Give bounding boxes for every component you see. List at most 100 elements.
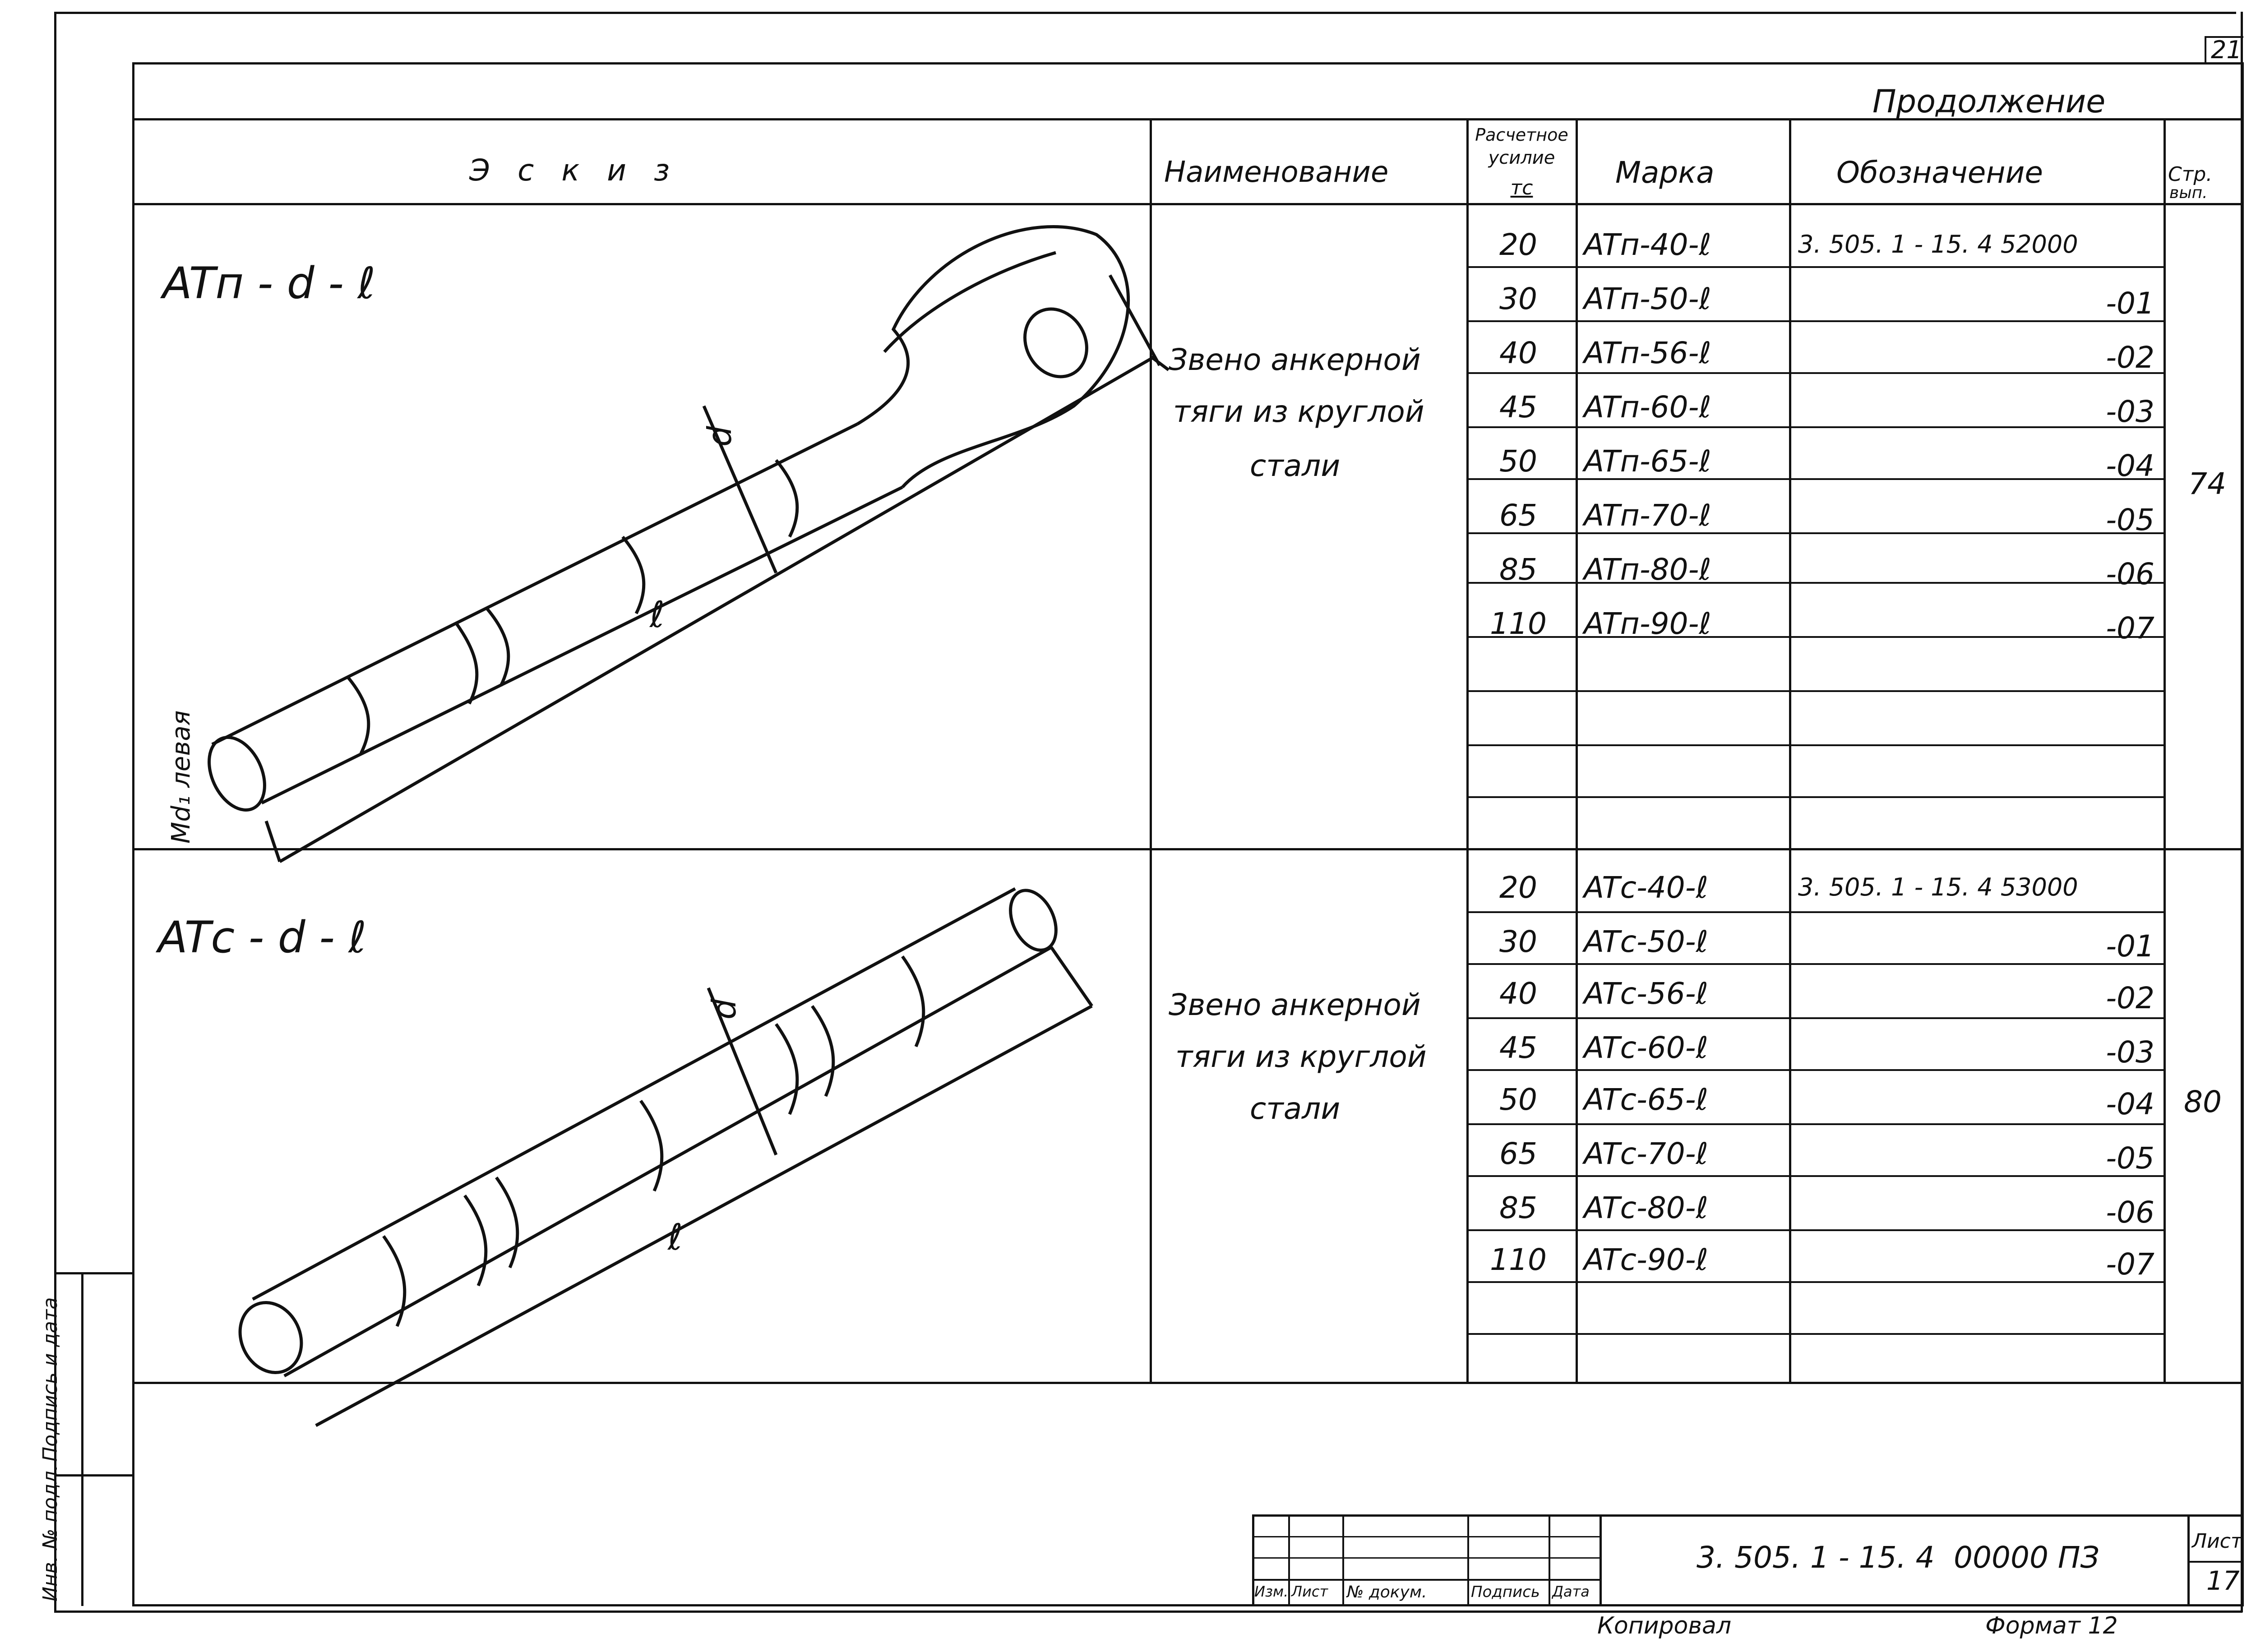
tb-sheet-label: Лист (2192, 1530, 2242, 1553)
designation-cell: -07 (2106, 611, 2154, 646)
table-row-separator (1466, 690, 2166, 692)
designation-cell: -02 (2106, 340, 2154, 375)
rod-with-eye-sketch: ℓ d Md₁ левая (166, 225, 1161, 863)
mark-cell: ATс-56-ℓ (1584, 976, 1708, 1011)
table-row-separator (1466, 1017, 2166, 1019)
tb-format: Формат 12 (1985, 1612, 2118, 1639)
table-row-separator (1466, 744, 2166, 746)
mark-cell: ATс-40-ℓ (1584, 870, 1708, 905)
name-line-2b: тяги из круглой (1175, 1039, 1427, 1074)
force-cell: 30 (1499, 924, 1537, 959)
designation-cell: -05 (2106, 1141, 2154, 1176)
leader-line (1149, 355, 1170, 371)
force-cell: 20 (1499, 227, 1537, 262)
mark-cell: ATп-90-ℓ (1584, 606, 1711, 641)
mark-cell: ATс-60-ℓ (1584, 1030, 1708, 1065)
table-row-separator (1466, 963, 2166, 965)
tb-sheet-number: 17 (2206, 1565, 2240, 1596)
mark-cell: ATс-65-ℓ (1584, 1082, 1708, 1117)
dim-l-bottom: ℓ (667, 1216, 683, 1258)
table-row-separator (1466, 426, 2166, 428)
mark-cell: ATс-70-ℓ (1584, 1136, 1708, 1171)
mark-cell: ATп-70-ℓ (1584, 498, 1711, 533)
header-page-2: вып. (2169, 184, 2208, 202)
force-cell: 40 (1499, 976, 1537, 1011)
mark-cell: ATп-65-ℓ (1584, 444, 1711, 479)
name-line-1b: Звено анкерной (1169, 988, 1421, 1022)
tb-col-list: Лист (1291, 1583, 1328, 1600)
force-cell: 85 (1499, 552, 1537, 587)
designation-cell: -05 (2106, 503, 2154, 537)
page-ref-2: 80 (2184, 1084, 2222, 1119)
stamp-inv-no: Инв. № подл. (39, 1464, 62, 1601)
designation-cell: -04 (2106, 448, 2154, 483)
mark-cell: ATс-80-ℓ (1584, 1191, 1708, 1225)
name-line-3b: стали (1250, 1091, 1341, 1126)
force-cell: 110 (1490, 606, 1547, 641)
table-row-separator (1466, 582, 2166, 584)
designation-cell: -02 (2106, 981, 2154, 1015)
table-row-separator (1466, 1175, 2166, 1177)
straight-rod-sketch: ℓ d (238, 887, 1093, 1427)
name-line-3: стали (1250, 448, 1341, 483)
continuation-label: Продолжение (1872, 83, 2106, 120)
header-force-2: усилие (1488, 148, 1555, 168)
dim-d-top: d (701, 425, 739, 447)
designation-cell: -01 (2106, 286, 2154, 321)
designation-cell: -06 (2106, 557, 2154, 591)
table-row-separator (1466, 1069, 2166, 1071)
designation-cell: 3. 505. 1 - 15. 4 52000 (1798, 230, 2078, 258)
force-cell: 110 (1490, 1242, 1547, 1277)
mark-cell: ATс-50-ℓ (1584, 924, 1708, 959)
stamp-sign-date: Подпись и дата (39, 1297, 62, 1462)
table-row-separator (1466, 1333, 2166, 1335)
dim-d-bottom: d (705, 998, 743, 1020)
designation-cell: -03 (2106, 394, 2154, 429)
designation-cell: 3. 505. 1 - 15. 4 53000 (1798, 873, 2078, 901)
designation-cell: -06 (2106, 1195, 2154, 1230)
thread-label: Md₁ левая (166, 711, 196, 844)
force-cell: 45 (1499, 1030, 1537, 1065)
header-force-1: Расчетное (1475, 125, 1568, 145)
mark-cell: ATп-50-ℓ (1584, 281, 1711, 316)
force-cell: 65 (1499, 1136, 1537, 1171)
mark-cell: ATп-60-ℓ (1584, 390, 1711, 425)
tb-col-sign: Подпись (1471, 1583, 1540, 1601)
designation-cell: -01 (2106, 929, 2154, 964)
tb-copied: Копировал (1597, 1612, 1732, 1639)
table-row-separator (1466, 1123, 2166, 1125)
table-row-separator (1466, 1229, 2166, 1231)
name-line-2: тяги из круглой (1173, 394, 1424, 429)
designation-cell: -04 (2106, 1087, 2154, 1121)
sheet-corner-number: 21 (2211, 36, 2242, 64)
mark-cell: ATп-56-ℓ (1584, 336, 1711, 370)
table-row-separator (1466, 911, 2166, 913)
force-cell: 50 (1499, 1082, 1537, 1117)
force-cell: 30 (1499, 281, 1537, 316)
mark-cell: ATп-40-ℓ (1584, 227, 1711, 262)
force-cell: 85 (1499, 1191, 1537, 1225)
mark-cell: ATп-80-ℓ (1584, 552, 1711, 587)
sketch-label-top: ATп - d - ℓ (162, 258, 376, 309)
header-designation: Обозначение (1836, 155, 2043, 190)
table-row-separator (1466, 636, 2166, 638)
table-row-separator (1466, 478, 2166, 480)
force-cell: 45 (1499, 390, 1537, 425)
force-cell: 65 (1499, 498, 1537, 533)
tb-doc-suffix: 00000 ПЗ (1954, 1540, 2099, 1575)
table-row-separator (1466, 1281, 2166, 1283)
designation-cell: -07 (2106, 1247, 2154, 1282)
tb-doc-code: 3. 505. 1 - 15. 4 (1697, 1540, 1935, 1575)
table-row-separator (1466, 532, 2166, 534)
tb-col-izm: Изм. (1254, 1583, 1289, 1600)
force-cell: 50 (1499, 444, 1537, 479)
header-sketch: Э с к и з (469, 153, 679, 188)
header-mark: Марка (1615, 155, 1715, 190)
sketch-label-bottom: ATс - d - ℓ (158, 912, 367, 963)
tb-col-date: Дата (1552, 1583, 1590, 1600)
force-cell: 40 (1499, 336, 1537, 370)
page-ref-1: 74 (2188, 466, 2226, 501)
table-row-separator (1466, 796, 2166, 798)
mark-cell: ATс-90-ℓ (1584, 1242, 1708, 1277)
name-line-1: Звено анкерной (1169, 342, 1421, 377)
